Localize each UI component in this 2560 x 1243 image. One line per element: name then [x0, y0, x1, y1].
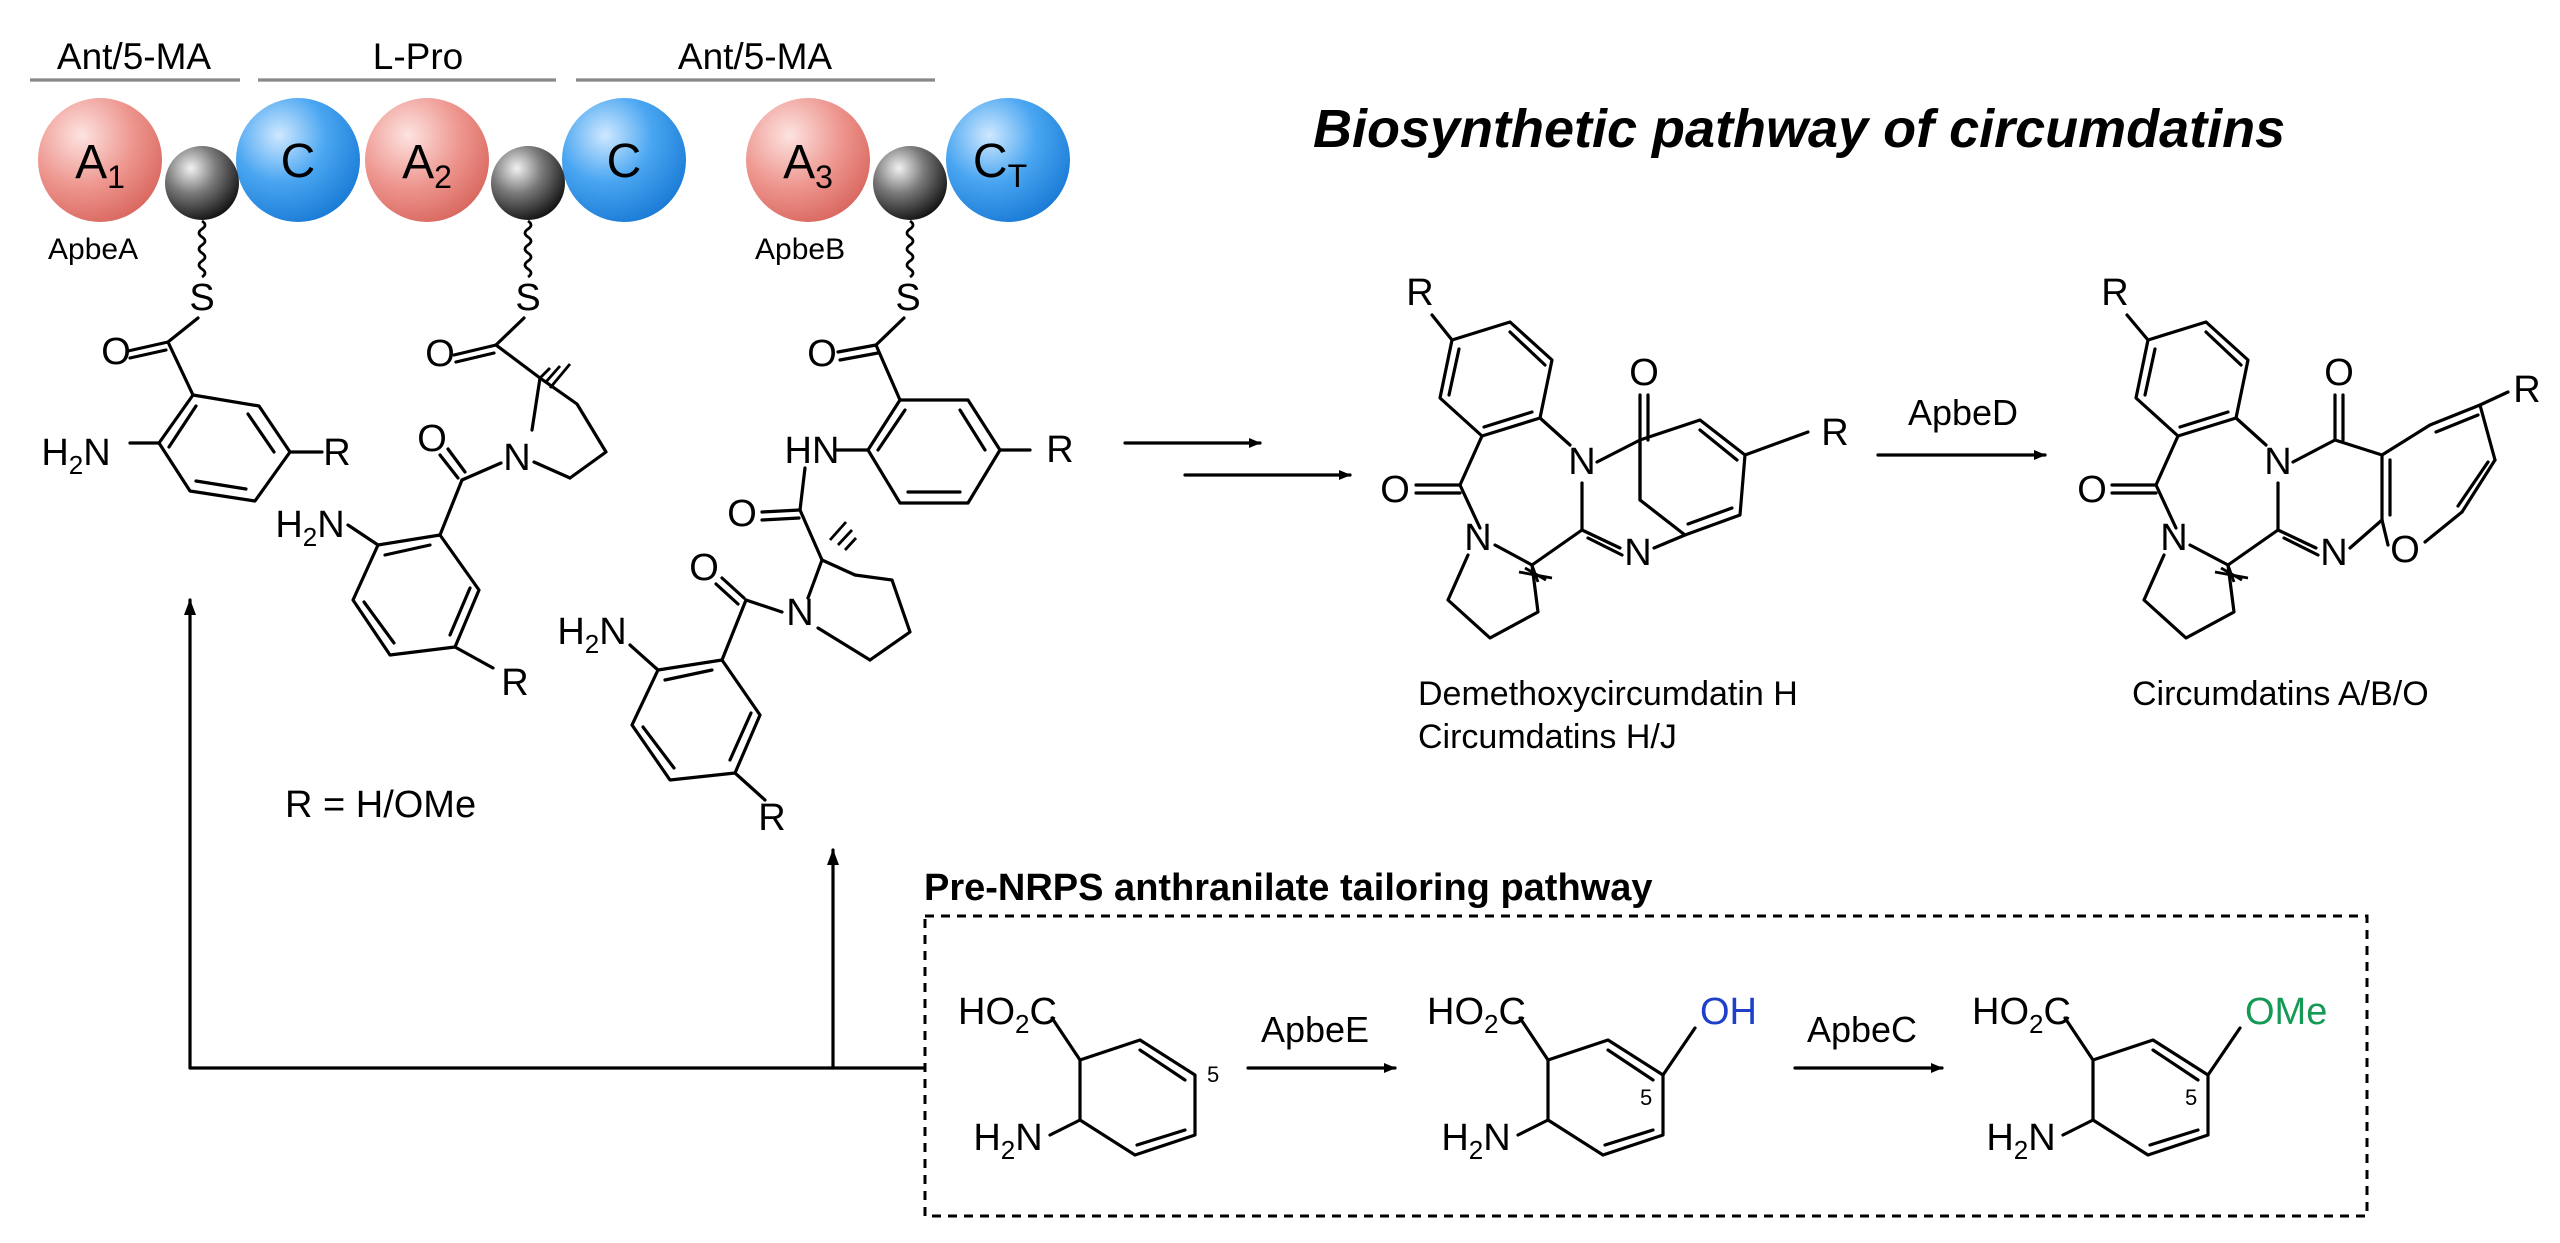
pcp-domain-2 [491, 146, 565, 220]
hydroxy-anthranilate: HO2C H2N 5 OH [1427, 991, 1757, 1165]
svg-text:O: O [101, 331, 131, 373]
apbeC-label: ApbeC [1807, 1009, 1917, 1050]
anthranilate: HO2C H2N 5 [958, 991, 1219, 1165]
svg-text:H2N: H2N [275, 504, 344, 552]
c1-label: C [281, 135, 316, 188]
svg-text:N: N [2160, 517, 2187, 559]
svg-text:H2N: H2N [1441, 1117, 1510, 1165]
product-demethoxycircumdatin: R O N N O N R [1380, 272, 1849, 640]
svg-text:HO2C: HO2C [958, 991, 1057, 1039]
module-header-1: Ant/5-MA [57, 36, 212, 77]
condensation-domain-c2 [562, 98, 686, 222]
tethered-substrate-2: S O N O H2N R [275, 219, 608, 704]
svg-text:N: N [786, 592, 813, 634]
svg-text:N: N [2320, 532, 2347, 574]
hydroxyl-group: OH [1700, 991, 1757, 1033]
svg-text:O: O [425, 333, 455, 375]
svg-text:O: O [2077, 469, 2107, 511]
methoxy-anthranilate: HO2C H2N 5 OMe [1972, 991, 2327, 1165]
diagram-title: Biosynthetic pathway of circumdatins [1313, 99, 2285, 159]
svg-text:O: O [1380, 469, 1410, 511]
module-headers: Ant/5-MA L-Pro Ant/5-MA [30, 36, 935, 82]
svg-text:N: N [503, 437, 530, 479]
adenylation-domain-a3 [746, 98, 870, 222]
feed-arrows [184, 598, 927, 1070]
apbeB-label: ApbeB [755, 233, 845, 266]
svg-text:N: N [1624, 532, 1651, 574]
svg-text:S: S [515, 277, 540, 319]
thioesterase-domain-ct [946, 98, 1070, 222]
svg-text:N: N [1568, 441, 1595, 483]
svg-text:HO2C: HO2C [1427, 991, 1526, 1039]
pcp-domain-3 [873, 146, 947, 220]
product-1-name-line-1: Demethoxycircumdatin H [1418, 675, 1798, 713]
svg-text:O: O [689, 547, 719, 589]
module-header-3: Ant/5-MA [678, 36, 833, 77]
product-circumdatin-abo: R O N N O N [2077, 272, 2541, 640]
svg-text:R: R [1821, 412, 1848, 454]
svg-text:5: 5 [1207, 1062, 1219, 1087]
apbeD-label: ApbeD [1908, 392, 2018, 433]
svg-text:N: N [1464, 517, 1491, 559]
nrps-domains: A1 C A2 C A3 CT ApbeA ApbeB [38, 98, 1070, 266]
apbeE-label: ApbeE [1261, 1009, 1369, 1050]
adenylation-domain-a2 [365, 98, 489, 222]
svg-text:H2N: H2N [41, 432, 110, 480]
svg-text:R: R [1046, 429, 1073, 471]
svg-text:H2N: H2N [973, 1117, 1042, 1165]
c2-label: C [607, 135, 642, 188]
svg-text:R: R [758, 797, 785, 839]
svg-text:R: R [501, 662, 528, 704]
methoxy-group: OMe [2245, 991, 2327, 1033]
pcp-domain-1 [165, 146, 239, 220]
svg-text:HO2C: HO2C [1972, 991, 2071, 1039]
r-definition: R = H/OMe [285, 784, 476, 826]
svg-text:S: S [189, 277, 214, 319]
ct-label: CT [973, 135, 1027, 194]
tailoring-title: Pre-NRPS anthranilate tailoring pathway [924, 867, 1652, 909]
svg-text:O: O [417, 418, 447, 460]
svg-text:5: 5 [1640, 1085, 1652, 1110]
svg-text:O: O [1629, 352, 1659, 394]
tethered-substrate-3: S O R HN O N O [557, 219, 1074, 839]
svg-text:5: 5 [2185, 1085, 2197, 1110]
svg-text:S: S [895, 277, 920, 319]
a3-label: A3 [783, 136, 833, 195]
product-1-name-line-2: Circumdatins H/J [1418, 718, 1677, 756]
svg-text:R: R [323, 432, 350, 474]
svg-text:O: O [2390, 529, 2420, 571]
svg-text:O: O [727, 493, 757, 535]
svg-text:HN: HN [785, 430, 840, 472]
a2-label: A2 [402, 136, 452, 195]
svg-text:R: R [1406, 272, 1433, 314]
a1-label: A1 [75, 136, 125, 195]
condensation-domain-c1 [236, 98, 360, 222]
svg-text:R: R [2101, 272, 2128, 314]
svg-text:O: O [807, 333, 837, 375]
svg-text:H2N: H2N [557, 611, 626, 659]
svg-text:N: N [2264, 441, 2291, 483]
adenylation-domain-a1 [38, 98, 162, 222]
module-header-2: L-Pro [373, 36, 463, 77]
apbeA-label: ApbeA [48, 233, 138, 266]
svg-text:R: R [2513, 369, 2540, 411]
tethered-substrate-1: S O R H2N [41, 219, 351, 503]
svg-text:O: O [2324, 352, 2354, 394]
product-2-name: Circumdatins A/B/O [2132, 675, 2429, 713]
tailoring-box [923, 914, 2369, 1218]
svg-text:H2N: H2N [1986, 1117, 2055, 1165]
